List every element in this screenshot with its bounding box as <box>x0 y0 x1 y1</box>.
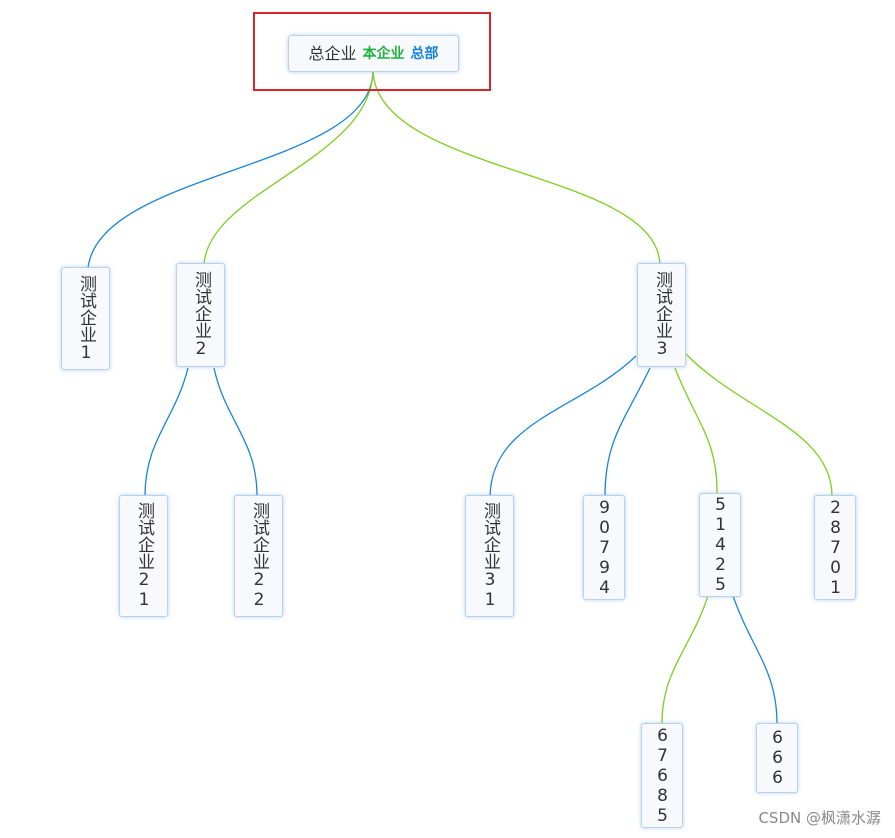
tree-node[interactable]: 67685 <box>641 723 683 828</box>
edge-n2-n21 <box>144 367 189 497</box>
edge-n3-n90794 <box>604 367 651 497</box>
edge-root-n1 <box>87 71 374 269</box>
edge-n51425-n67685 <box>661 595 709 725</box>
node-label: 测试企业21 <box>134 502 154 610</box>
node-label: 测试企业31 <box>480 502 500 610</box>
node-label: 90794 <box>594 497 615 598</box>
tree-node[interactable]: 666 <box>756 723 798 793</box>
node-label: 测试企业2 <box>191 271 211 359</box>
tag-headquarters: 总部 <box>410 45 439 62</box>
edge-root-n3 <box>372 71 661 265</box>
edge-n3-n51425 <box>674 367 718 495</box>
node-label: 67685 <box>652 725 673 826</box>
tree-node[interactable]: 测试企业1 <box>61 267 110 370</box>
root-highlight-frame <box>253 12 491 91</box>
node-label: 测试企业3 <box>652 271 672 359</box>
watermark: CSDN @枫潇水潺 <box>758 809 881 827</box>
tree-node[interactable]: 51425 <box>699 493 741 597</box>
tree-node[interactable]: 测试企业3 <box>637 263 686 367</box>
node-label: 总企业 <box>308 43 357 63</box>
tree-node[interactable]: 测试企业31 <box>465 495 514 617</box>
node-label: 测试企业22 <box>249 502 269 610</box>
tag-self-company: 本企业 <box>362 45 405 62</box>
edge-n3-n28701 <box>685 353 833 497</box>
node-label: 测试企业1 <box>76 274 96 363</box>
tree-node[interactable]: 测试企业21 <box>119 495 168 617</box>
edge-n51425-n666 <box>732 595 778 725</box>
edge-root-n2 <box>203 71 374 265</box>
edge-n3-n31 <box>489 355 637 497</box>
tree-node[interactable]: 测试企业2 <box>176 263 225 367</box>
tree-node[interactable]: 90794 <box>583 495 625 600</box>
node-label: 28701 <box>825 497 846 598</box>
node-label: 51425 <box>710 495 731 595</box>
edge-n2-n22 <box>213 367 258 497</box>
tree-node[interactable]: 测试企业22 <box>234 495 283 617</box>
tree-node[interactable]: 28701 <box>814 495 856 600</box>
node-label: 666 <box>767 728 788 788</box>
tree-node-root[interactable]: 总企业 本企业 总部 <box>288 35 459 72</box>
